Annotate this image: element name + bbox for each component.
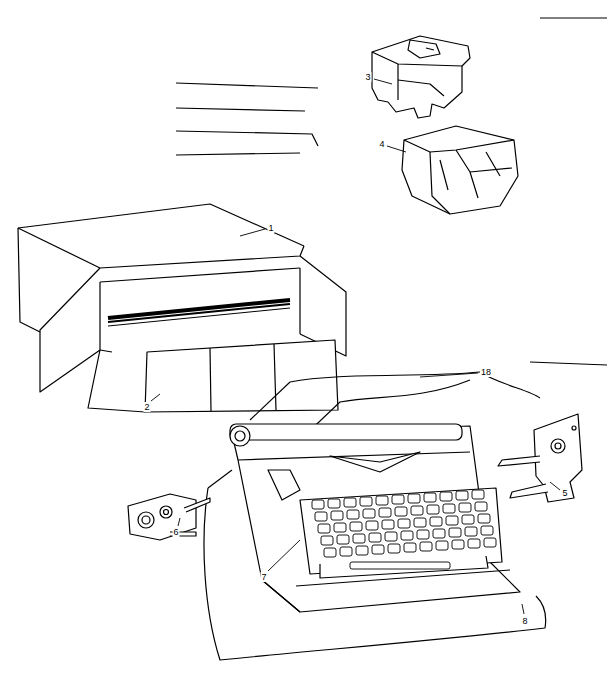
callout-number: 3: [364, 72, 371, 82]
key: [372, 545, 384, 554]
key: [344, 498, 356, 507]
key: [392, 495, 404, 504]
key: [475, 502, 487, 511]
keyboard-keys: [312, 490, 496, 569]
key: [472, 490, 484, 499]
right-bracket: [498, 414, 582, 502]
key: [462, 515, 474, 524]
key: [420, 542, 432, 551]
key: [331, 511, 343, 520]
callout-number: 6: [172, 527, 179, 537]
key: [337, 535, 349, 544]
key: [449, 528, 461, 537]
space-bar: [350, 562, 450, 569]
foam-block: [372, 36, 470, 118]
key: [433, 529, 445, 538]
key: [436, 541, 448, 550]
key: [376, 496, 388, 505]
key: [318, 524, 330, 533]
key: [340, 547, 352, 556]
key: [312, 500, 324, 509]
insert-panel: [145, 340, 338, 412]
key: [366, 521, 378, 530]
key: [369, 533, 381, 542]
key: [465, 527, 477, 536]
key: [360, 497, 372, 506]
key: [382, 520, 394, 529]
key: [334, 523, 346, 532]
key: [452, 540, 464, 549]
key: [350, 522, 362, 531]
left-bracket: [128, 494, 210, 540]
key: [379, 508, 391, 517]
key: [408, 494, 420, 503]
key: [398, 519, 410, 528]
callout-number: 8: [521, 616, 528, 626]
callout-number: 7: [260, 572, 267, 582]
leader-lines: [151, 79, 560, 614]
key: [446, 516, 458, 525]
callout-number: 2: [143, 402, 150, 412]
callout-number: 18: [480, 367, 492, 377]
key: [385, 532, 397, 541]
typewriter: [230, 424, 520, 612]
key: [321, 536, 333, 545]
key: [411, 506, 423, 515]
key: [481, 526, 493, 535]
key: [424, 493, 436, 502]
key: [456, 491, 468, 500]
key: [315, 512, 327, 521]
callout-number: 4: [378, 139, 385, 149]
key: [484, 538, 496, 547]
key: [363, 509, 375, 518]
key: [427, 505, 439, 514]
key: [388, 544, 400, 553]
key: [328, 499, 340, 508]
foam-tray: [402, 126, 518, 214]
key: [468, 539, 480, 548]
key: [414, 518, 426, 527]
key: [404, 543, 416, 552]
key: [395, 507, 407, 516]
key: [356, 546, 368, 555]
key: [401, 531, 413, 540]
key: [347, 510, 359, 519]
key: [443, 504, 455, 513]
key: [353, 534, 365, 543]
key: [459, 503, 471, 512]
key: [478, 514, 490, 523]
key: [430, 517, 442, 526]
callout-number: 5: [561, 488, 568, 498]
callout-number: 1: [267, 223, 274, 233]
key: [417, 530, 429, 539]
key: [440, 492, 452, 501]
key: [324, 548, 336, 557]
